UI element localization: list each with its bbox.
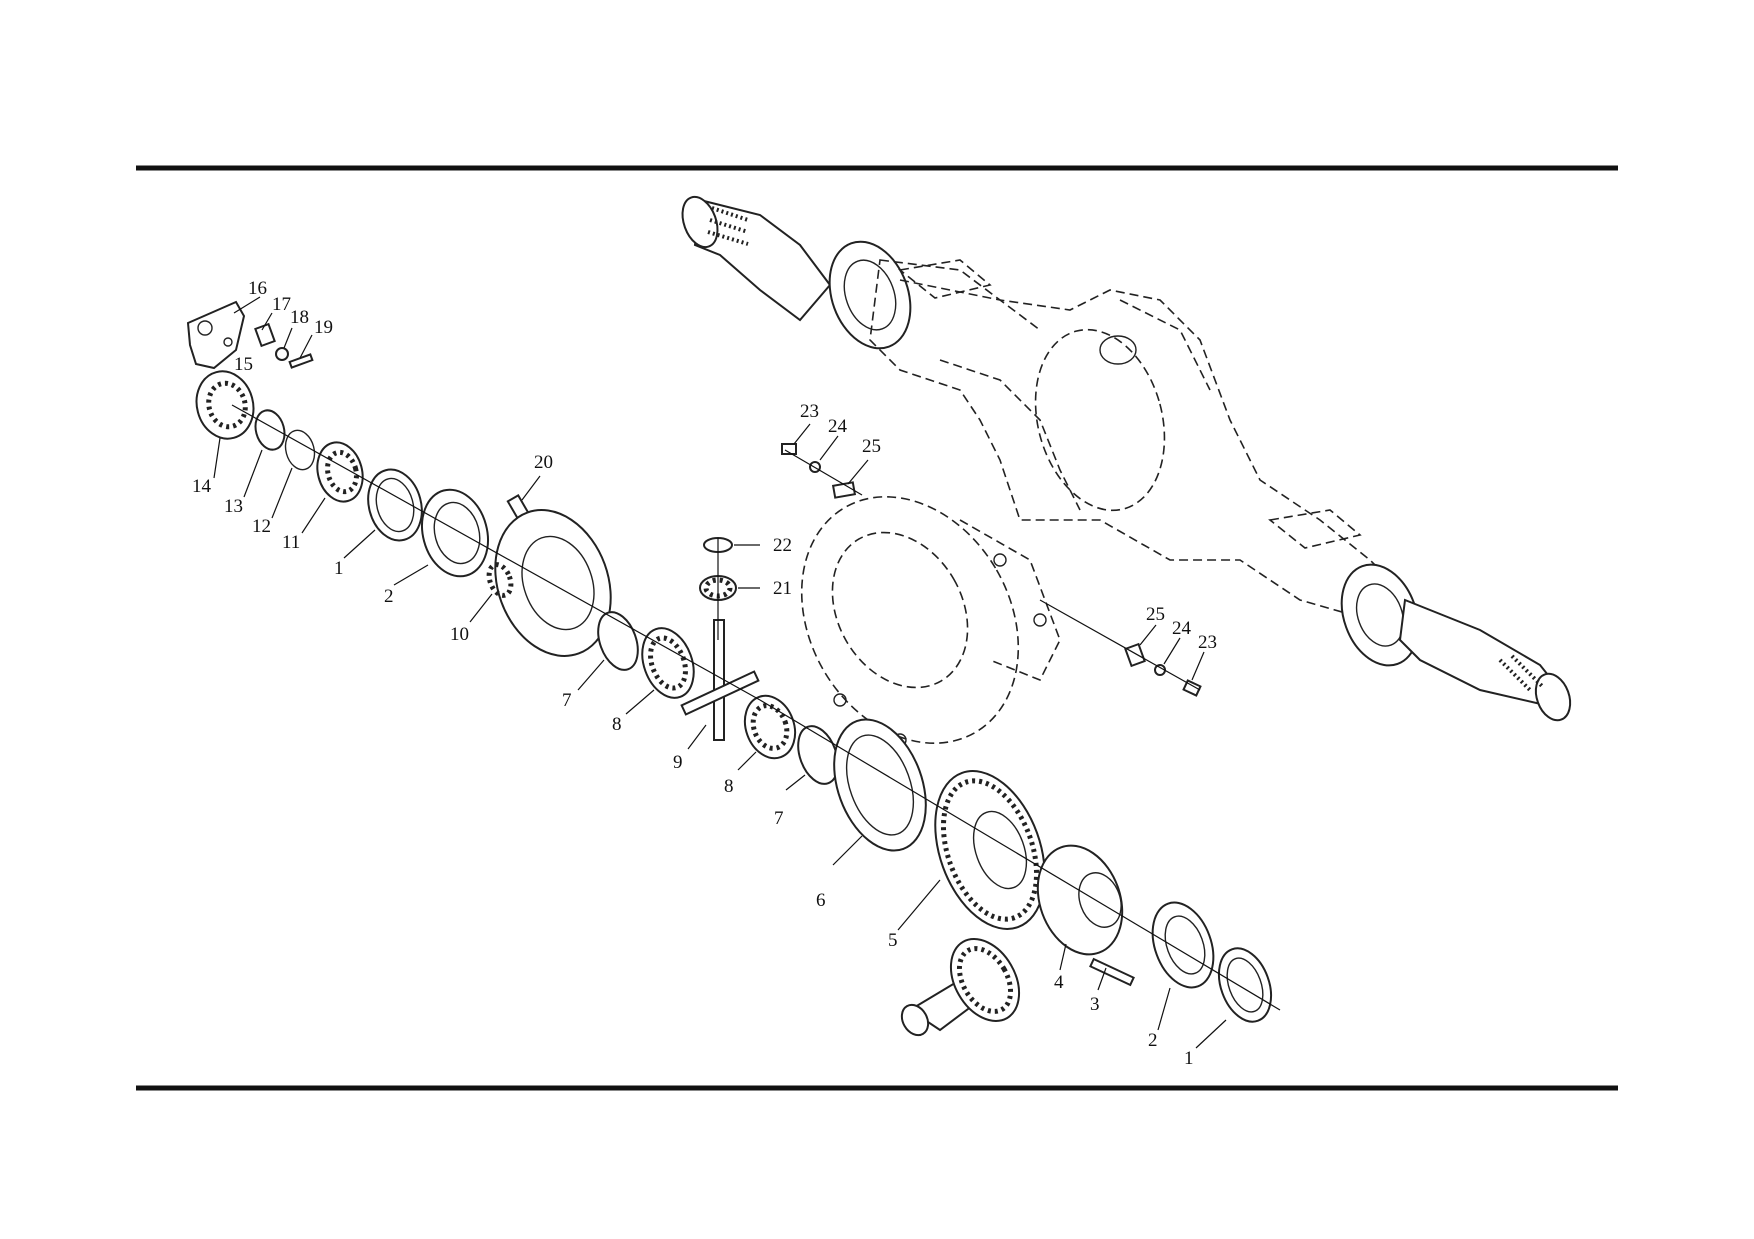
bearing-2b	[1151, 901, 1215, 989]
callout-13: 13	[224, 496, 243, 517]
washer-18	[275, 347, 289, 361]
splined-ring-11	[316, 441, 364, 503]
ring-12	[284, 429, 316, 471]
shift-fork	[186, 300, 246, 370]
callout-12: 12	[252, 516, 271, 537]
callout-14: 14	[192, 476, 212, 497]
callout-24b: 24	[1172, 618, 1192, 639]
callout-23a: 23	[800, 401, 819, 422]
centerline-upper	[231, 404, 761, 701]
diff-case-half-10	[486, 509, 612, 657]
callout-21: 21	[773, 578, 792, 599]
centerline-fasteners	[784, 449, 863, 496]
ring-gear-5	[934, 770, 1046, 930]
side-gear-8a	[641, 627, 695, 699]
callout-22: 22	[773, 535, 792, 556]
bolt-3	[1089, 957, 1135, 987]
callout-2b: 2	[1148, 1030, 1158, 1051]
sliding-sleeve-14	[195, 370, 255, 440]
pin-19	[288, 353, 314, 369]
centerline-lower	[759, 699, 1281, 1011]
callout-16: 16	[248, 278, 267, 299]
side-gear-8b	[743, 694, 797, 760]
callout-8a: 8	[612, 714, 622, 735]
callout-1b: 1	[1184, 1048, 1194, 1069]
callout-11: 11	[282, 532, 300, 553]
callout-7a: 7	[562, 690, 572, 711]
callout-6: 6	[816, 890, 826, 911]
leader-lines	[213, 296, 1227, 1049]
callout-19: 19	[314, 317, 333, 338]
ring-13	[254, 409, 286, 451]
callout-2a: 2	[384, 586, 394, 607]
callout-24a: 24	[828, 416, 848, 437]
centerline-fasteners-b	[1039, 599, 1201, 691]
callout-1a: 1	[334, 558, 344, 579]
callout-4: 4	[1054, 972, 1064, 993]
callout-5: 5	[888, 930, 898, 951]
callout-25b: 25	[1146, 604, 1165, 625]
drive-pinion	[900, 938, 1021, 1037]
axle-housing	[681, 195, 1572, 722]
bearing-2a	[421, 488, 489, 578]
bearing-cup-1a	[367, 468, 423, 542]
callout-15: 15	[234, 354, 253, 375]
callout-7b: 7	[774, 808, 784, 829]
callout-9: 9	[673, 752, 683, 773]
bolt-23b	[1182, 679, 1202, 697]
callout-20: 20	[534, 452, 553, 473]
callout-25a: 25	[862, 436, 881, 457]
carrier-housing	[800, 496, 1061, 747]
bearing-cup-1b	[1217, 947, 1273, 1023]
callout-8b: 8	[724, 776, 734, 797]
shim-ring-6	[833, 718, 927, 852]
plate-17	[254, 322, 276, 348]
diff-case-half-4	[1036, 844, 1124, 956]
callout-10: 10	[450, 624, 469, 645]
bolt-23a	[781, 443, 797, 455]
callout-18: 18	[290, 307, 309, 328]
callout-17: 17	[272, 294, 291, 315]
callout-3: 3	[1090, 994, 1100, 1015]
callout-23b: 23	[1198, 632, 1217, 653]
plate-25b	[1124, 642, 1146, 668]
